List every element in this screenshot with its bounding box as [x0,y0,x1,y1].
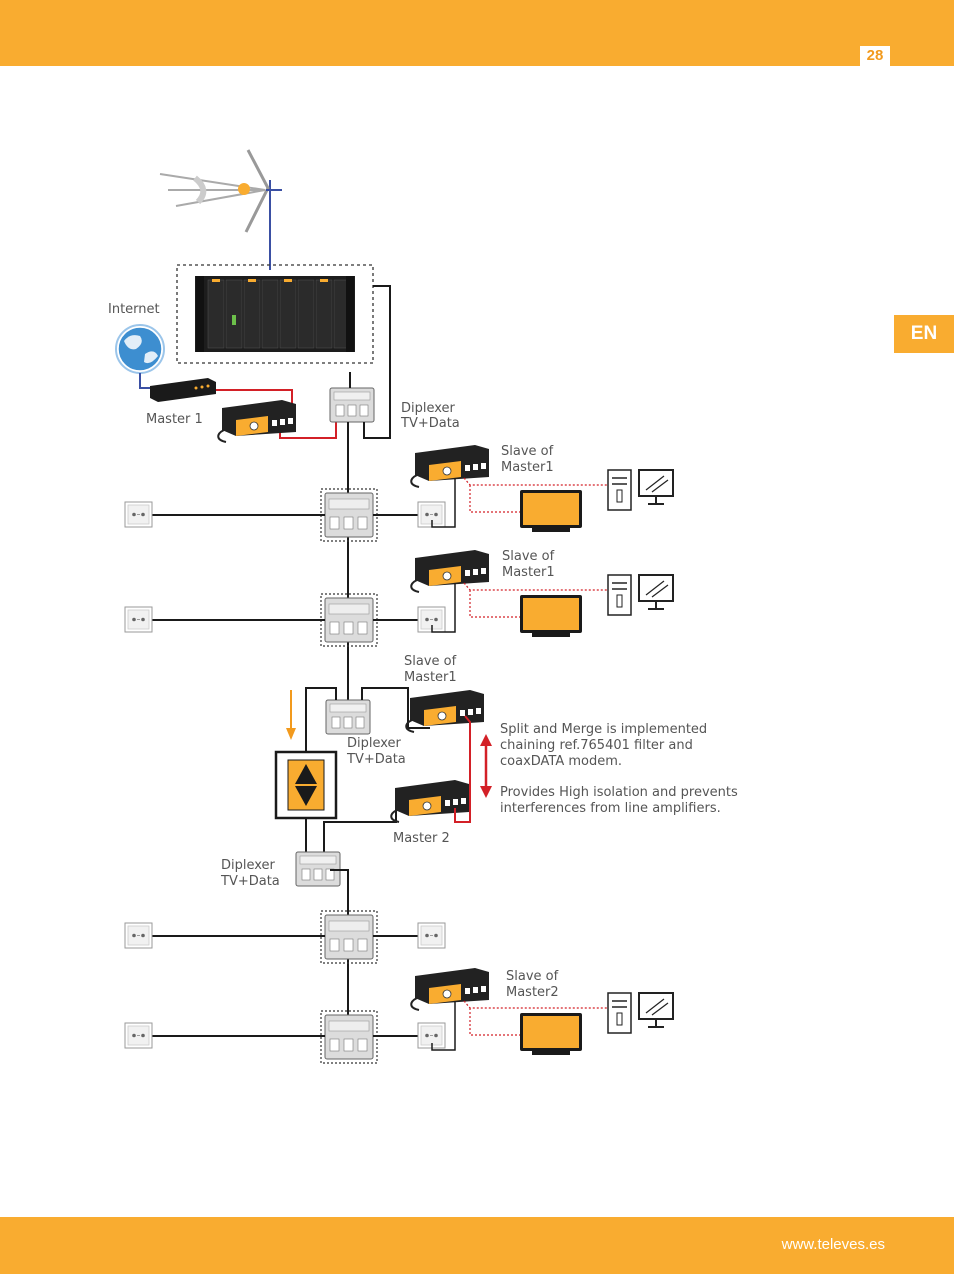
tap-floor3 [320,910,378,964]
pc-icon [607,574,674,616]
website-link[interactable]: www.televes.es [781,1236,885,1253]
isolation-arrow-icon [480,734,492,798]
slave2-label-2: Master1 [502,565,555,580]
downstream-arrow-icon [286,690,296,740]
slave3-label-2: Master1 [404,670,457,685]
antenna-icon [159,149,282,270]
slave1-label-1: Slave of [501,444,554,459]
diplexer-mid-label-1: Diplexer [347,736,402,751]
slave3-label-1: Slave of [404,654,457,669]
master2-modem-icon [390,779,470,823]
internet-label: Internet [108,302,160,317]
tv-icon [520,595,582,637]
internet-globe-icon [115,324,165,374]
diplexer-top-label-2: TV+Data [400,416,460,431]
pc-icon [607,469,674,511]
header-bar [0,0,954,66]
wall-outlet-icon [124,1022,153,1049]
diplexer-low-label-1: Diplexer [221,858,276,873]
headend-rack [176,264,374,364]
diplexer-low-label-2: TV+Data [220,874,280,889]
tap-floor1 [320,488,378,542]
master1-modem-icon [217,399,297,443]
note1-line-2: chaining ref.765401 filter and [500,738,693,753]
slave2-label-1: Slave of [502,549,555,564]
language-tab[interactable]: EN [894,315,954,353]
slave3-modem-icon [405,689,485,733]
wall-outlet-icon [417,922,446,949]
slave2-modem-icon [410,549,490,593]
slave1-label-2: Master1 [501,460,554,475]
router-icon [150,378,216,402]
wall-outlet-icon [124,501,153,528]
master2-label: Master 2 [393,831,450,846]
tap-floor4 [320,1010,378,1064]
diplexer-mid-label-2: TV+Data [346,752,406,767]
pc-icon [607,992,674,1034]
master1-label: Master 1 [146,412,203,427]
note1-line-1: Split and Merge is implemented [500,722,707,737]
tv-icon [520,1013,582,1055]
footer-bar [0,1217,954,1274]
note2-line-1: Provides High isolation and prevents [500,785,738,800]
slave4-modem-icon [410,967,490,1011]
slave1-modem-icon [410,444,490,488]
wall-outlet-icon [124,922,153,949]
slave4-label-1: Slave of [506,969,559,984]
diplexer-top-label-1: Diplexer [401,401,456,416]
diplexer-top [329,387,375,423]
note1-line-3: coaxDATA modem. [500,754,622,769]
slave4-label-2: Master2 [506,985,559,1000]
note2-line-2: interferences from line amplifiers. [500,801,721,816]
tv-icon [520,490,582,532]
diplexer-mid [325,699,371,735]
line-amplifier-icon [274,750,338,820]
page-number: 28 [860,46,890,66]
wall-outlet-icon [124,606,153,633]
tap-floor2 [320,593,378,647]
